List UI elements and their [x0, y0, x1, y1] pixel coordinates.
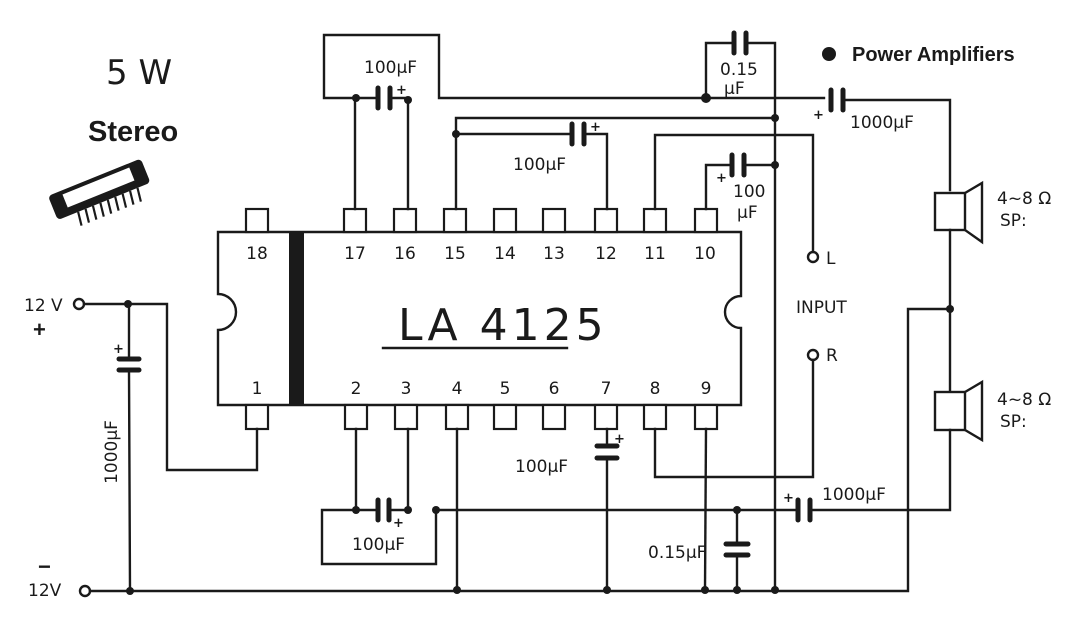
svg-text:+: + [614, 432, 625, 447]
bottom-output: + 1000μF 0.15μF [434, 428, 952, 594]
pin-17 [342, 207, 368, 234]
vminus-terminal[interactable] [78, 584, 92, 598]
c-out-right-label: 1000μF [822, 485, 886, 505]
pin-10 [693, 207, 719, 234]
input-l-label: L [826, 249, 836, 269]
pin-label: 10 [694, 244, 716, 264]
wire-pin11-input-l [653, 133, 815, 254]
pin-label: 14 [494, 244, 516, 264]
pin-12 [593, 207, 619, 234]
c-pin7: + 100μF [515, 427, 625, 594]
c-out-left-label: 1000μF [850, 113, 914, 133]
vminus-label: 12V [28, 581, 62, 601]
legend-label: Power Amplifiers [852, 44, 1015, 66]
pin-label: 12 [595, 244, 617, 264]
speaker-bottom: 4~8 Ω SP: [933, 379, 1051, 443]
svg-text:+: + [113, 342, 124, 357]
svg-text:+: + [393, 516, 404, 531]
c-supply-label: 1000μF [102, 420, 122, 484]
ic-part-number: LA 4125 [398, 300, 608, 351]
pin-5 [492, 403, 518, 431]
pin-9 [693, 403, 719, 431]
top-output: 0.15 μF + 1000μF [701, 30, 952, 592]
c-out-top-a: 0.15 [720, 60, 758, 80]
pin-4 [444, 403, 470, 431]
input-l-terminal[interactable] [806, 250, 820, 264]
input-label: INPUT [796, 298, 847, 318]
pin-label: 9 [701, 379, 712, 399]
c-out-top-b: μF [724, 79, 745, 99]
legend-bullet-icon [822, 47, 836, 61]
pin-13 [541, 207, 567, 234]
wire-pin8-input-r [653, 358, 815, 479]
vplus-sign: + [33, 317, 46, 342]
pin-label: 1 [252, 379, 263, 399]
pin-1 [244, 403, 270, 431]
pin-14 [492, 207, 518, 234]
ic-package-icon [49, 159, 150, 226]
pin-18 [244, 207, 270, 234]
top-pin-labels: 18 17 16 15 14 13 12 11 10 [246, 244, 716, 264]
c-15-12: + 100μF [452, 114, 779, 211]
pin-3 [393, 403, 419, 431]
pin-label: 5 [500, 379, 511, 399]
c-15-12-label: 100μF [513, 155, 566, 175]
c-2-3: + 100μF [320, 427, 440, 566]
supply-section: 12 V + + 1000μF − 12V [24, 296, 951, 601]
vminus-sign: − [38, 554, 51, 579]
svg-text:+: + [590, 120, 601, 135]
c-pin10: + 100 μF [704, 152, 779, 223]
input-r-terminal[interactable] [806, 348, 820, 362]
svg-text:+: + [396, 83, 407, 98]
pin-label: 13 [543, 244, 565, 264]
vplus-label: 12 V [24, 296, 63, 316]
pin-label: 16 [394, 244, 416, 264]
vplus-terminal[interactable] [72, 297, 86, 311]
pin-label: 15 [444, 244, 466, 264]
pin-16 [392, 207, 418, 234]
c-out-filter-label: 0.15μF [648, 543, 706, 563]
input-section: L INPUT R [653, 249, 847, 479]
pin-label: 18 [246, 244, 268, 264]
pin-15 [442, 207, 468, 234]
speaker-top-ohms: 4~8 Ω [997, 189, 1051, 209]
speaker-bottom-label: SP: [1000, 412, 1027, 432]
svg-text:+: + [716, 171, 727, 186]
pin-label: 4 [452, 379, 463, 399]
c-17-16: + 100μF [322, 33, 708, 211]
c-2-3-label: 100μF [352, 535, 405, 555]
speaker-bottom-ohms: 4~8 Ω [997, 390, 1051, 410]
power-title: 5 W [106, 53, 172, 93]
speaker-top-label: SP: [1000, 211, 1027, 231]
pin-label: 7 [601, 379, 612, 399]
svg-text:+: + [813, 108, 824, 123]
pin-8 [642, 403, 668, 431]
svg-text:+: + [783, 491, 794, 506]
c-pin10-label-b: μF [737, 203, 758, 223]
stereo-title: Stereo [88, 116, 178, 148]
pin-label: 8 [650, 379, 661, 399]
top-pins [244, 207, 719, 234]
pin-11 [642, 207, 668, 234]
input-r-label: R [826, 346, 838, 366]
c-pin10-label-a: 100 [733, 182, 765, 202]
wire-pin9-ground [703, 427, 708, 592]
c-pin7-label: 100μF [515, 457, 568, 477]
pin-7 [593, 403, 619, 431]
pin-2 [343, 403, 369, 431]
pin-label: 17 [344, 244, 366, 264]
pin-label: 6 [549, 379, 560, 399]
bottom-pins [244, 403, 719, 431]
speaker-top: 4~8 Ω SP: [933, 180, 1051, 245]
ic-body: LA 4125 [216, 230, 743, 407]
ic-heatsink-tab [289, 232, 304, 405]
pin-label: 11 [644, 244, 666, 264]
c-17-16-label: 100μF [364, 58, 417, 78]
pin-6 [541, 403, 567, 431]
bottom-pin-labels: 1 2 3 4 5 6 7 8 9 [252, 379, 712, 399]
pin-label: 3 [401, 379, 412, 399]
pin-label: 2 [351, 379, 362, 399]
